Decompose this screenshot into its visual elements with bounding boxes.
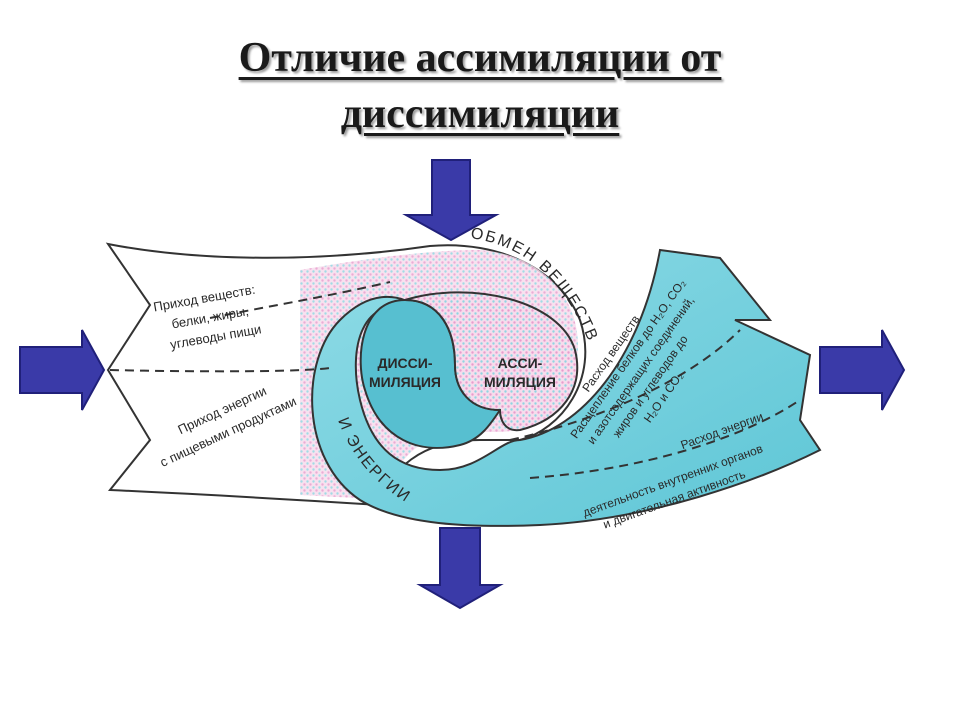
yin-yang-core: [359, 291, 579, 449]
arrow-left-icon: [19, 329, 106, 411]
arrow-top-icon: [402, 159, 500, 242]
arrow-bottom-icon: [416, 527, 504, 610]
arrow-right-icon: [819, 329, 906, 411]
assim-label-1: АССИ-: [498, 355, 543, 371]
assim-label-2: МИЛЯЦИЯ: [484, 374, 556, 390]
title-line-2: диссимиляции: [340, 91, 620, 137]
output-band: [311, 248, 822, 527]
dissim-label-2: МИЛЯЦИЯ: [369, 374, 441, 390]
title-line-1: Отличие ассимиляции от: [238, 35, 722, 81]
slide-title: Отличие ассимиляции от диссимиляции: [0, 30, 960, 142]
dissim-label-1: ДИССИ-: [378, 355, 433, 371]
